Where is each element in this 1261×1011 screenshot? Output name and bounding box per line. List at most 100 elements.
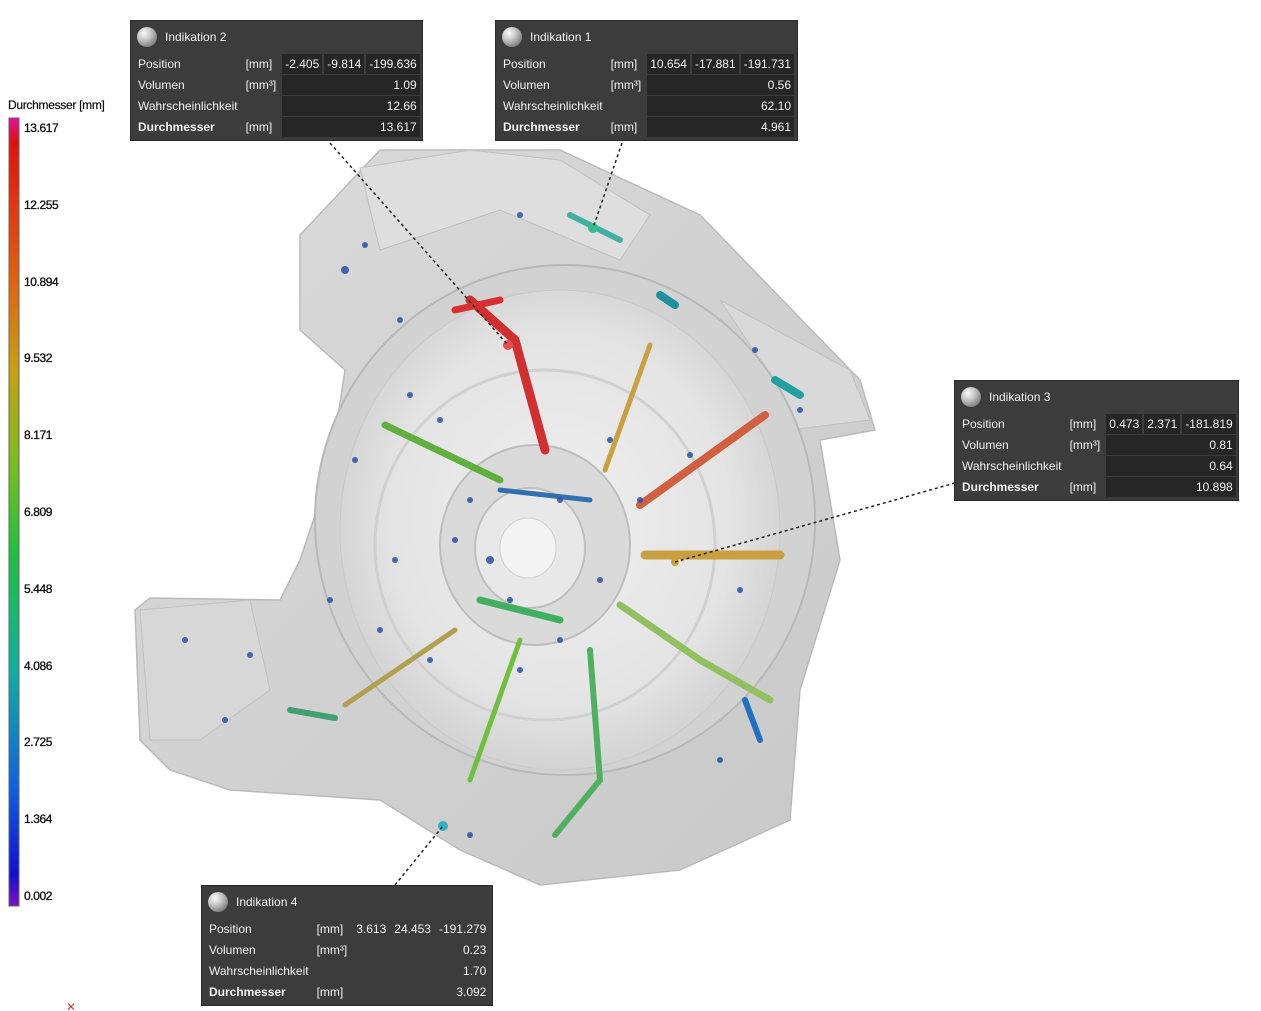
part-disc bbox=[314, 264, 816, 776]
row-value: 10.898 bbox=[1106, 477, 1236, 497]
row-unit bbox=[314, 961, 352, 981]
row-value: 0.56 bbox=[647, 75, 795, 95]
row-unit: [mm] bbox=[1069, 480, 1097, 494]
indication-header: Indikation 3 bbox=[955, 381, 1238, 413]
legend-tick: 12.255 bbox=[24, 197, 59, 212]
row-value: -191.731 bbox=[740, 54, 795, 74]
row-value: 13.617 bbox=[282, 117, 420, 137]
indication-title: Indikation 1 bbox=[530, 30, 592, 44]
legend-title: Durchmesser [mm] bbox=[8, 98, 105, 112]
indication-row: Wahrscheinlichkeit 12.66 bbox=[135, 96, 420, 116]
indication-row: Wahrscheinlichkeit 0.64 bbox=[959, 456, 1236, 476]
row-unit bbox=[243, 96, 281, 116]
row-label: Durchmesser bbox=[962, 480, 1039, 494]
indication-header: Indikation 4 bbox=[202, 886, 492, 918]
row-value: 0.473 bbox=[1106, 414, 1143, 434]
legend-tick: 1.364 bbox=[24, 812, 53, 827]
row-value: -181.819 bbox=[1182, 414, 1236, 434]
row-unit: [mm] bbox=[245, 57, 273, 71]
row-label: Position bbox=[503, 57, 546, 71]
leader-lines bbox=[329, 142, 956, 886]
row-value: -199.636 bbox=[366, 54, 420, 74]
row-label: Volumen bbox=[209, 943, 256, 957]
legend-tick: 5.448 bbox=[24, 581, 53, 596]
row-value: 10.654 bbox=[647, 54, 690, 74]
indication-row: Durchmesser [mm] 10.898 bbox=[959, 477, 1236, 497]
indication-row: Durchmesser [mm] 4.961 bbox=[500, 117, 795, 137]
row-unit: [mm³] bbox=[610, 78, 642, 92]
row-label: Position bbox=[962, 417, 1005, 431]
row-value: -191.279 bbox=[438, 922, 487, 936]
legend-tick: 4.086 bbox=[24, 658, 53, 673]
legend-tick: 2.725 bbox=[24, 735, 53, 750]
row-unit: [mm] bbox=[316, 922, 344, 936]
defect-spokes bbox=[287, 212, 804, 838]
row-unit: [mm] bbox=[316, 985, 344, 999]
indication-title: Indikation 3 bbox=[989, 390, 1051, 404]
row-unit bbox=[1067, 456, 1105, 476]
row-label: Position bbox=[209, 922, 252, 936]
indication-row: Position [mm] 10.654-17.881-191.731 bbox=[500, 54, 795, 74]
indication-row: Position [mm] 3.613 24.453 -191.279 bbox=[206, 919, 489, 939]
indication-header: Indikation 2 bbox=[131, 21, 422, 53]
legend-tick: 6.809 bbox=[24, 505, 53, 519]
row-label: Wahrscheinlichkeit bbox=[138, 99, 238, 113]
indication-row: Durchmesser [mm] 13.617 bbox=[135, 117, 420, 137]
legend-tick: 10.894 bbox=[24, 274, 59, 289]
row-value: 0.64 bbox=[1106, 456, 1236, 476]
row-label: Durchmesser bbox=[138, 120, 215, 134]
indication-row: Volumen[mm³]0.81 bbox=[959, 435, 1236, 455]
indication-title: Indikation 2 bbox=[165, 30, 227, 44]
row-value: 0.23 bbox=[463, 943, 487, 957]
row-label: Position bbox=[138, 57, 181, 71]
row-label: Wahrscheinlichkeit bbox=[503, 99, 603, 113]
row-value: -9.814 bbox=[324, 54, 365, 74]
indication-row: Volumen[mm³]1.09 bbox=[135, 75, 420, 95]
row-value: 3.613 bbox=[356, 922, 387, 936]
row-unit bbox=[608, 96, 646, 116]
row-value: 1.09 bbox=[282, 75, 420, 95]
row-unit: [mm³] bbox=[245, 78, 277, 92]
row-label: Durchmesser bbox=[503, 120, 580, 134]
sphere-icon bbox=[961, 387, 981, 407]
sphere-icon bbox=[137, 27, 157, 47]
row-unit: [mm] bbox=[1069, 417, 1097, 431]
legend-tick: 8.171 bbox=[24, 428, 53, 443]
row-value: -17.881 bbox=[691, 54, 739, 74]
indication-4-panel[interactable]: Indikation 4 Position [mm] 3.613 24.453 -191.… bbox=[202, 886, 492, 1005]
indication-2-panel[interactable]: Indikation 2 Position [mm] -2.405-9.814-199… bbox=[131, 21, 422, 140]
row-unit: [mm] bbox=[610, 57, 638, 71]
sphere-icon bbox=[208, 892, 228, 912]
indication-1-panel[interactable]: Indikation 1 Position [mm] 10.654-17.881-19… bbox=[496, 21, 797, 140]
row-value: 2.371 bbox=[1144, 414, 1181, 434]
row-unit: [mm] bbox=[245, 120, 273, 134]
row-label: Durchmesser bbox=[209, 985, 286, 999]
row-value: 24.453 bbox=[394, 922, 431, 936]
row-label: Wahrscheinlichkeit bbox=[209, 964, 309, 978]
row-unit: [mm³] bbox=[1069, 438, 1101, 452]
indication-row: Position [mm] -2.405-9.814-199.636 bbox=[135, 54, 420, 74]
row-label: Wahrscheinlichkeit bbox=[962, 459, 1062, 473]
legend-tick: 0.002 bbox=[24, 889, 53, 903]
legend-tick: 9.532 bbox=[24, 351, 53, 366]
row-unit: [mm³] bbox=[316, 943, 348, 957]
axis-cross-icon: ✕ bbox=[66, 1000, 76, 1011]
porosity-scatter bbox=[182, 212, 803, 838]
row-value: 12.66 bbox=[282, 96, 420, 116]
sphere-icon bbox=[502, 27, 522, 47]
row-value: 4.961 bbox=[647, 117, 795, 137]
legend-color-bar bbox=[8, 117, 20, 907]
indication-row: Volumen [mm³] 0.23 bbox=[206, 940, 489, 960]
indication-header: Indikation 1 bbox=[496, 21, 797, 53]
indication-row: Durchmesser[mm]3.092 bbox=[206, 982, 489, 1002]
row-value: -2.405 bbox=[282, 54, 323, 74]
row-unit: [mm] bbox=[610, 120, 638, 134]
